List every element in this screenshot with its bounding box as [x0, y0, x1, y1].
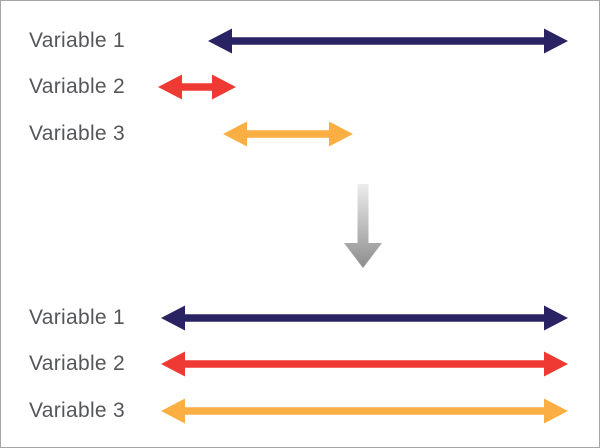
after-variable-3-label: Variable 3	[29, 399, 126, 422]
after-variable-2-label: Variable 2	[29, 352, 126, 375]
before-variable-2-label: Variable 2	[29, 75, 126, 98]
before-variable-3-label: Variable 3	[29, 122, 126, 145]
after-variable-1-label: Variable 1	[29, 306, 126, 329]
before-variable-1-label: Variable 1	[29, 29, 126, 52]
